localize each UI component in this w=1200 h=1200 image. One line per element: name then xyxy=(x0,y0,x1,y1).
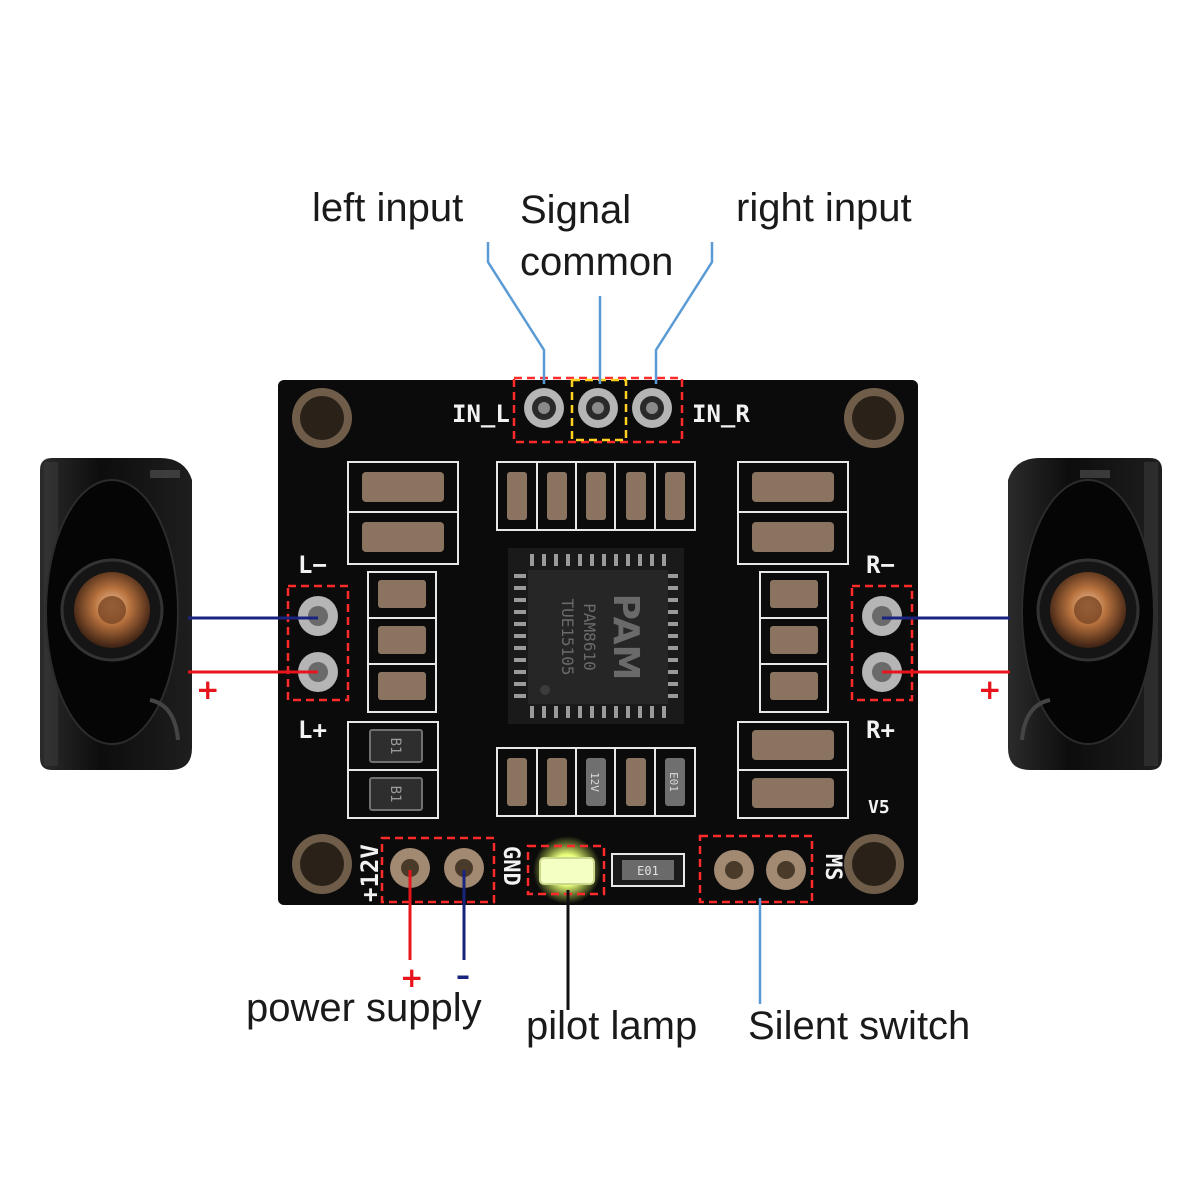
power-box xyxy=(380,836,496,904)
speaker-wires xyxy=(188,616,1010,674)
diode-mark-1: B1 xyxy=(387,738,403,755)
cap-mark-12v: 12V xyxy=(588,772,601,792)
left-speaker xyxy=(40,458,192,770)
pilot-led xyxy=(533,836,601,904)
left-input-label: left input xyxy=(312,186,464,230)
power-pads xyxy=(390,848,484,888)
silent-switch-box xyxy=(698,834,814,904)
chip-logo: PAM xyxy=(605,594,646,681)
label-l-plus: L+ xyxy=(298,716,327,744)
label-version: V5 xyxy=(868,797,890,818)
diode-mark-2: B1 xyxy=(387,786,403,803)
pcb: PAM PAM8610 TUE15105 B1 B1 12V E01 IN_L … xyxy=(278,380,918,905)
callout-lines xyxy=(486,242,762,1004)
chip-part-number: PAM8610 xyxy=(580,603,599,670)
label-mute: MS xyxy=(820,854,845,881)
label-12v: +12V xyxy=(356,844,384,902)
right-input-line xyxy=(654,242,714,384)
signal-common-line-1: Signal xyxy=(520,188,632,232)
mounting-holes xyxy=(292,388,904,894)
power-supply-label: power supply xyxy=(246,986,482,1030)
right-input-label: right input xyxy=(736,186,912,230)
pam8610-chip: PAM PAM8610 TUE15105 xyxy=(508,548,684,724)
power-minus-sign: – xyxy=(456,959,470,992)
power-plus-sign: + xyxy=(400,961,424,994)
cap-mark-e01: E01 xyxy=(667,772,680,792)
silent-switch-label: Silent switch xyxy=(748,1004,971,1048)
label-in-l: IN_L xyxy=(452,400,510,428)
right-speaker xyxy=(1008,458,1162,770)
bottom-smd-row xyxy=(496,747,696,817)
label-l-minus: L− xyxy=(298,551,327,579)
left-component-column xyxy=(347,461,459,819)
lamp-resistor: E01 xyxy=(611,853,685,887)
highlight-boxes xyxy=(286,376,914,904)
label-r-plus: R+ xyxy=(866,716,895,744)
label-r-minus: R− xyxy=(866,551,895,579)
right-speaker-plus-sign: + xyxy=(978,673,1002,706)
label-gnd: GND xyxy=(498,846,523,886)
label-in-r: IN_R xyxy=(692,400,750,428)
left-input-line xyxy=(486,242,546,384)
chip-date-code: TUE15105 xyxy=(558,598,577,675)
signal-common-label: Signal common xyxy=(500,184,710,288)
pilot-lamp-box xyxy=(526,844,606,896)
right-speaker-box xyxy=(850,584,914,702)
left-speaker-plus-sign: + xyxy=(196,673,220,706)
input-header-box xyxy=(512,376,684,444)
lamp-resistor-mark: E01 xyxy=(637,864,659,878)
signal-common-line-2: common xyxy=(520,240,674,284)
top-smd-row xyxy=(496,461,696,531)
mute-pads xyxy=(714,850,806,890)
left-speaker-box xyxy=(286,584,350,702)
right-component-column xyxy=(737,461,849,819)
power-wires xyxy=(408,870,466,960)
input-header xyxy=(524,388,672,428)
pilot-lamp-label: pilot lamp xyxy=(526,1004,698,1048)
